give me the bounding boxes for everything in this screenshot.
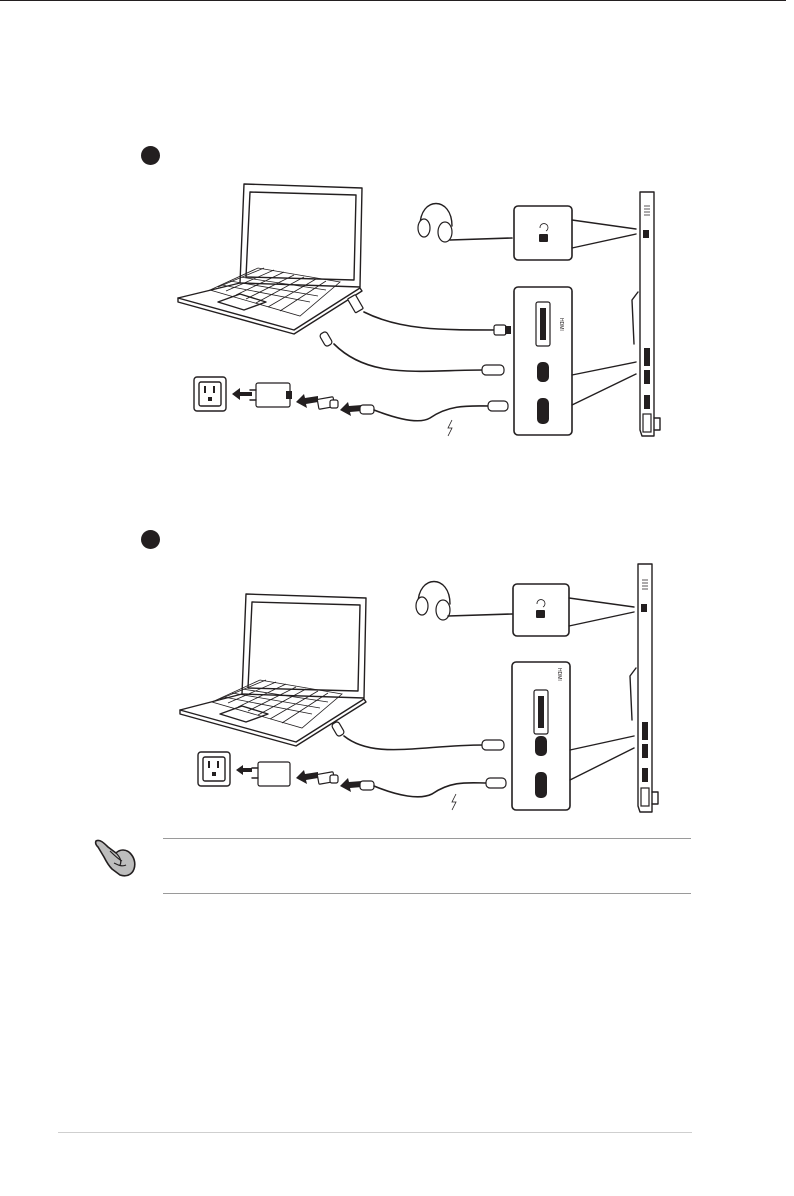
- note-top-rule: [163, 838, 691, 839]
- note-bottom-rule: [163, 893, 691, 894]
- footer-rule: [58, 1132, 692, 1133]
- monitor-side-icon: [630, 564, 658, 812]
- wall-outlet-icon: [198, 752, 230, 786]
- ports-panel: HDMI: [512, 662, 634, 810]
- power-adapter-icon: [252, 762, 290, 786]
- connection-diagram-2: HDMI: [0, 0, 794, 830]
- svg-text:HDMI: HDMI: [556, 668, 562, 681]
- arrow-icon: [296, 770, 318, 784]
- usb-a-to-c-plug: [317, 772, 338, 785]
- arrow-icon: [236, 765, 252, 775]
- headphones-icon: [416, 582, 512, 621]
- usb-c-cable: [331, 721, 504, 750]
- pointing-hand-icon: [92, 835, 142, 881]
- arrow-icon: [340, 778, 362, 792]
- power-cable: [360, 778, 506, 810]
- earphone-jack-panel: [513, 584, 634, 636]
